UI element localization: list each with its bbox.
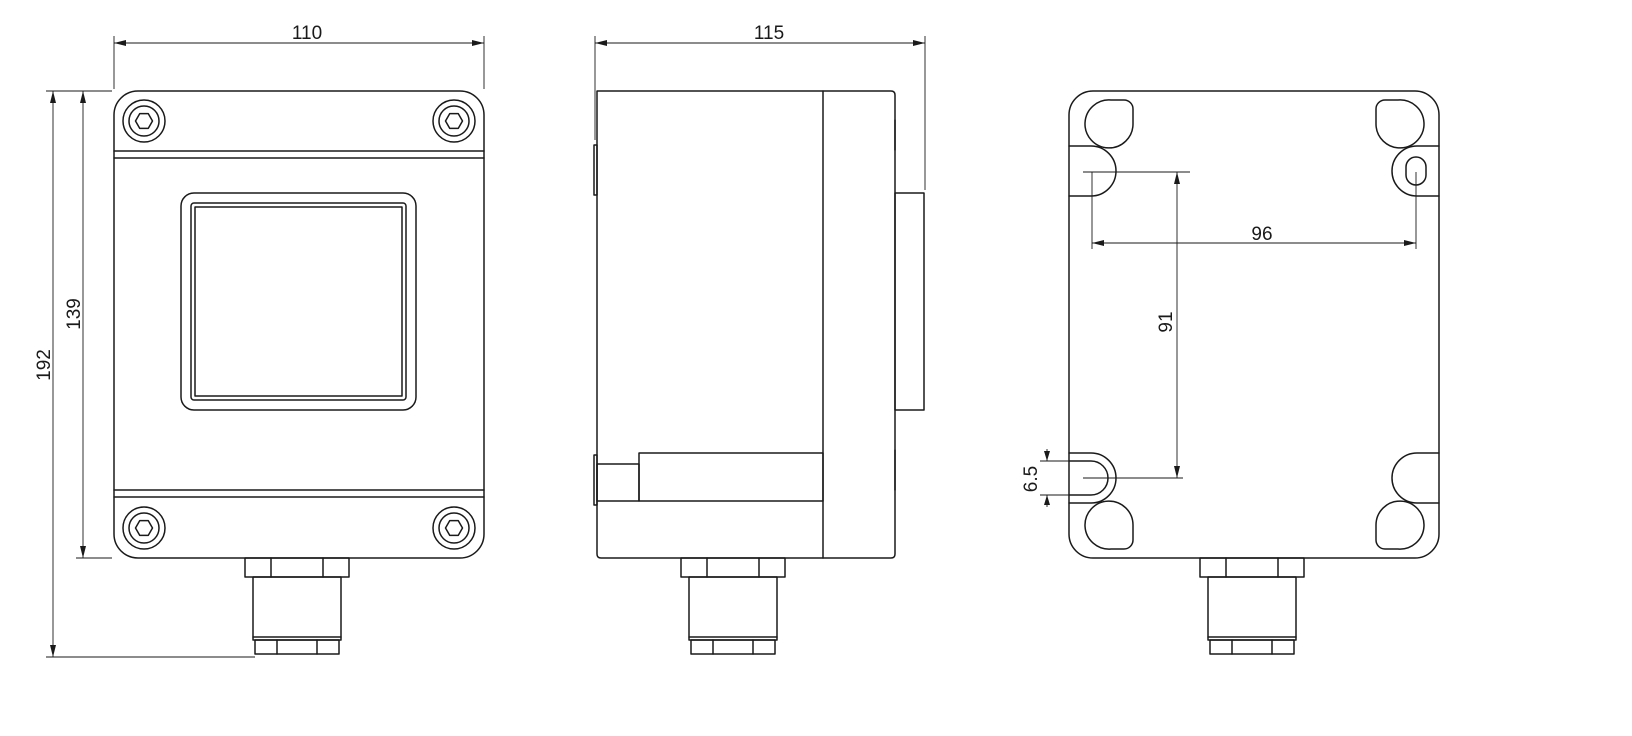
dimension-front-width: 110 [113,23,485,89]
dimension-label: 6.5 [1021,466,1042,492]
dimension-label: 139 [64,298,85,330]
cable-gland-icon [680,557,786,655]
side-housing [596,90,896,559]
mounting-slot [1391,452,1440,504]
corner-notch [1375,99,1425,149]
dimension-label: 110 [292,23,322,44]
dimension-back-horizontal: 96 [1083,171,1417,249]
cable-gland-icon [244,557,350,655]
cable-gland-icon [1199,557,1305,655]
side-cable-boss [596,463,640,502]
hex-socket-screw-icon [432,99,476,143]
corner-notch [1084,99,1134,149]
side-view: 115 [593,23,926,655]
hex-socket-screw-icon [122,506,166,550]
front-view: 110 192 139 [34,23,485,658]
dimension-front-total-height: 192 [34,90,255,658]
dimension-back-vertical: 91 [1083,172,1183,479]
front-housing [113,90,485,559]
mounting-slot [1068,145,1117,197]
dimension-label: 96 [1251,224,1272,245]
dimension-back-slot: 6.5 [1021,449,1085,507]
back-view: 96 91 6.5 [1021,90,1440,655]
corner-notch [1375,500,1425,550]
display-window-frame [180,192,417,411]
corner-notch [1084,500,1134,550]
display-window [190,202,407,401]
dimension-label: 115 [754,23,784,44]
side-rear-plate [894,192,925,411]
back-housing [1068,90,1440,559]
dimension-front-body-height: 139 [64,91,112,559]
dimension-label: 192 [34,349,55,381]
hex-socket-screw-icon [122,99,166,143]
mounting-slot [1391,145,1440,197]
dimension-side-depth: 115 [594,23,926,190]
dimension-label: 91 [1156,311,1177,332]
hex-socket-screw-icon [432,506,476,550]
